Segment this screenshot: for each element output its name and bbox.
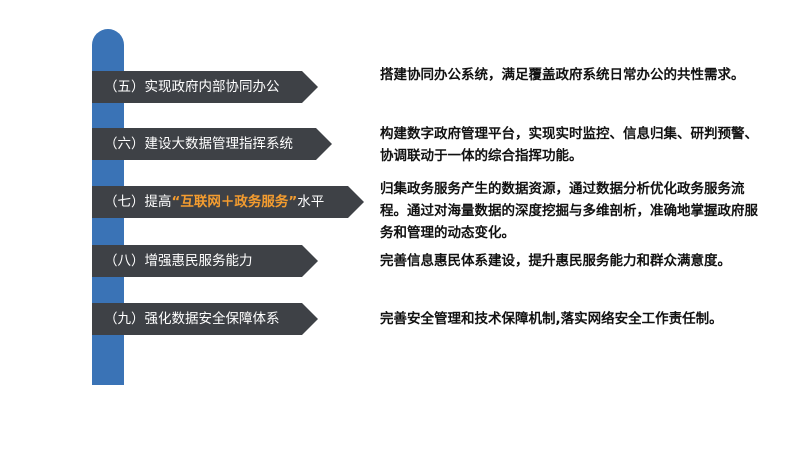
- tag-item-8: （八）增强惠民服务能力: [92, 245, 318, 277]
- tag-item-5-label: （五）实现政府内部协同办公: [104, 79, 280, 95]
- desc-item-6: 构建数字政府管理平台，实现实时监控、信息归集、研判预警、协调联动于一体的综合指挥…: [380, 126, 758, 164]
- tag-item-9-label: （九）强化数据安全保障体系: [104, 311, 280, 327]
- desc-item-7: 归集政务服务产生的数据资源，通过数据分析优化政务服务流程。通过对海量数据的深度挖…: [380, 181, 758, 241]
- tag-item-7: （七）提高“互联网＋政务服务”水平: [92, 186, 364, 218]
- tag-item-6-label: （六）建设大数据管理指挥系统: [104, 136, 293, 152]
- tag-item-7-prefix: （七）提高: [104, 194, 172, 210]
- desc-item-8: 完善信息惠民体系建设，提升惠民服务能力和群众满意度。: [380, 253, 731, 269]
- tag-item-8-label: （八）增强惠民服务能力: [104, 253, 253, 269]
- tag-item-5: （五）实现政府内部协同办公: [92, 71, 318, 103]
- tag-item-9: （九）强化数据安全保障体系: [92, 303, 318, 335]
- tag-item-6: （六）建设大数据管理指挥系统: [92, 128, 332, 160]
- tag-item-7-suffix: 水平: [297, 194, 325, 210]
- tag-item-7-highlight: “互联网＋政务服务”: [171, 194, 298, 210]
- desc-item-9: 完善安全管理和技术保障机制,落实网络安全工作责任制。: [380, 311, 723, 327]
- desc-item-5: 搭建协同办公系统，满足覆盖政府系统日常办公的共性需求。: [380, 67, 745, 83]
